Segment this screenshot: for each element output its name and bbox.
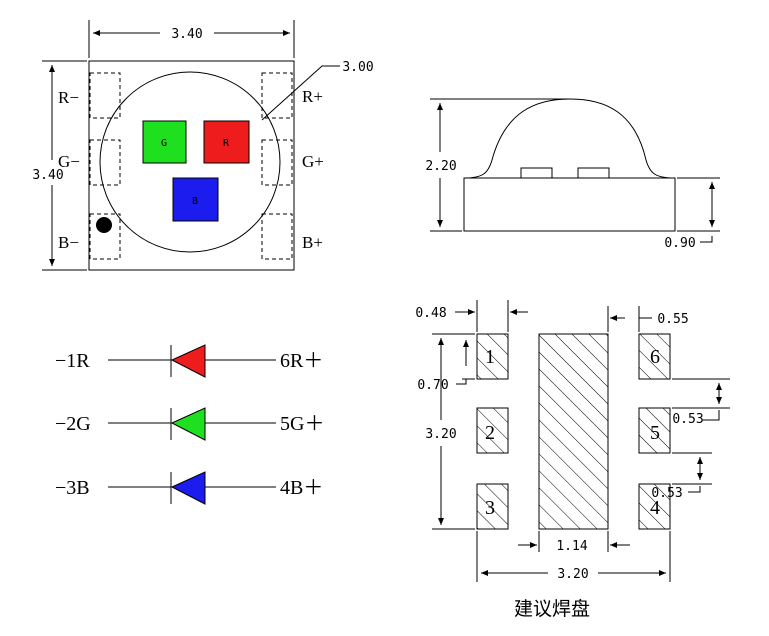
side-base-dim: 0.90: [664, 236, 695, 251]
pad-4: [638, 483, 671, 530]
side-dome: [463, 98, 676, 179]
total-width-dim: 3.20: [557, 567, 588, 582]
pad-number-1: 1: [485, 346, 495, 368]
circuit-pin-4b: 4B＋: [280, 477, 323, 499]
side-view: 2.20 0.90: [425, 98, 720, 251]
pad-b-plus: [261, 213, 293, 260]
pad-2: [476, 407, 509, 454]
pad-r-minus: [89, 72, 121, 119]
label-r-minus: R−: [58, 88, 79, 107]
label-b-plus: B+: [302, 233, 323, 252]
circle-dim: 3.00: [342, 60, 373, 75]
circuit-pin-1r: −1R: [55, 350, 90, 372]
label-g-plus: G+: [302, 152, 324, 171]
pad-number-3: 3: [485, 497, 495, 519]
width-dim: 3.40: [171, 27, 202, 42]
pad-b-minus: [89, 213, 121, 260]
height-dim: 3.40: [32, 168, 63, 183]
circuit-pin-2g: −2G: [55, 413, 91, 435]
blue-chip-label: B: [192, 196, 198, 207]
label-b-minus: B−: [58, 233, 79, 252]
pad-number-5: 5: [650, 422, 660, 444]
pad-number-4: 4: [650, 497, 660, 519]
circuit-schematic: −1R 6R＋ −2G 5G＋ −3B 4B＋: [55, 344, 324, 505]
pad-5: [638, 407, 671, 454]
pad-number-6: 6: [650, 346, 660, 368]
pad-6: [638, 333, 671, 380]
total-height-dim: 3.20: [425, 427, 456, 442]
center-width-dim: 1.14: [556, 539, 587, 554]
pad-g-minus: [89, 139, 121, 186]
recommended-pad-layout: 1 2 3 6 5 4 0.48 0.55 0.70 3.20: [415, 300, 730, 620]
pad-3: [476, 483, 509, 530]
red-chip: [203, 120, 250, 164]
green-chip: [142, 120, 187, 164]
circuit-pin-6r: 6R＋: [280, 350, 323, 372]
top-view: 3.40 3.40 3.00 G R B R− G− B− R+ G+: [32, 20, 374, 271]
pitch-1-dim: 0.53: [672, 412, 703, 427]
gap-dim: 0.55: [657, 312, 688, 327]
lens-circle: [99, 71, 281, 253]
pad-r-plus: [261, 72, 293, 119]
diode-blue: [170, 471, 206, 505]
circuit-pin-5g: 5G＋: [280, 413, 324, 435]
side-height-dim: 2.20: [425, 159, 456, 174]
side-base: [463, 177, 676, 232]
circuit-pin-3b: −3B: [55, 477, 90, 499]
diode-green: [170, 407, 206, 441]
pad-layout-caption: 建议焊盘: [514, 598, 590, 620]
label-g-minus: G−: [58, 152, 80, 171]
green-chip-label: G: [161, 138, 167, 149]
red-chip-label: R: [223, 138, 230, 149]
pitch-2-dim: 0.53: [651, 486, 682, 501]
diode-red: [170, 344, 206, 378]
pad-g-plus: [261, 139, 293, 186]
center-pad: [538, 333, 609, 530]
polarity-dot: [96, 217, 112, 233]
package-outline: [88, 60, 295, 271]
pad-width-dim: 0.48: [415, 306, 446, 321]
pad-height-dim: 0.70: [417, 378, 448, 393]
pad-1: [476, 333, 509, 380]
blue-chip: [172, 177, 219, 222]
pad-number-2: 2: [485, 422, 495, 444]
label-r-plus: R+: [302, 87, 323, 106]
